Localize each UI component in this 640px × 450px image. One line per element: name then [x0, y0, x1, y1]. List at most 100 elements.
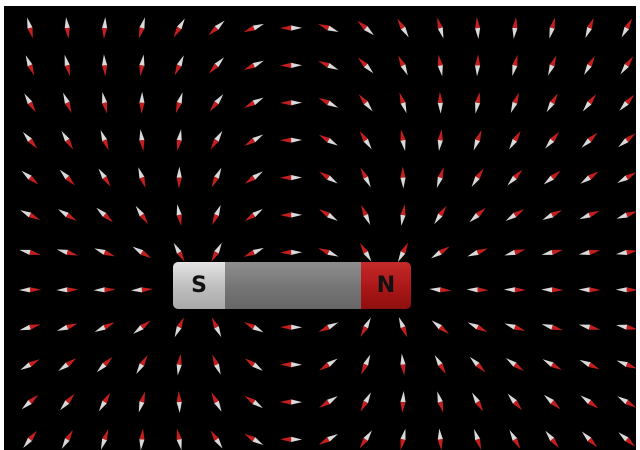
compass-needle-south	[617, 361, 628, 368]
compass-needle-south	[138, 167, 144, 178]
compass-needle	[58, 358, 76, 371]
compass-needle	[20, 210, 40, 220]
compass-needle-south	[253, 248, 264, 255]
compass-needle-north	[438, 401, 444, 412]
compass-needle-south	[585, 27, 592, 38]
compass-needle	[542, 210, 562, 220]
compass-needle-north	[399, 92, 405, 103]
compass-needle-north	[139, 27, 145, 38]
compass-needle-south	[291, 25, 302, 30]
compass-needle	[617, 361, 636, 369]
compass-needle-south	[291, 325, 302, 330]
compass-needle	[280, 100, 302, 105]
compass-needle-south	[253, 24, 264, 31]
compass-needle	[177, 354, 182, 376]
compass-needle	[319, 434, 338, 445]
compass-needle-north	[552, 287, 563, 292]
compass-needle-north	[29, 250, 40, 255]
compass-needle	[23, 431, 37, 448]
compass-needle	[547, 93, 558, 112]
compass-needle	[437, 167, 444, 188]
compass-needle	[582, 133, 598, 148]
compass-needle	[57, 249, 78, 255]
compass-needle	[472, 393, 483, 412]
compass-needle-north	[626, 325, 636, 330]
compass-needle	[360, 243, 371, 262]
compass-needle	[472, 168, 484, 186]
compass-needle	[545, 132, 559, 149]
compass-needle-north	[514, 249, 525, 255]
compass-needle	[280, 212, 302, 217]
south-pole: S	[173, 262, 225, 309]
compass-needle	[280, 250, 302, 255]
compass-needle	[136, 206, 148, 224]
compass-needle-south	[616, 325, 627, 330]
compass-needle	[617, 396, 636, 407]
compass-needle-south	[177, 204, 182, 215]
compass-needle-north	[280, 250, 291, 255]
compass-needle	[579, 211, 599, 220]
compass-needle-north	[177, 140, 182, 151]
compass-needle	[504, 249, 525, 255]
compass-needle	[19, 287, 41, 292]
compass-needle	[508, 394, 522, 411]
compass-needle	[212, 354, 220, 374]
compass-needle-north	[244, 250, 255, 257]
compass-needle	[22, 395, 39, 409]
compass-needle-south	[214, 205, 221, 216]
compass-needle-south	[475, 102, 480, 113]
compass-needle-south	[139, 401, 145, 412]
compass-needle-north	[280, 325, 291, 330]
compass-needle	[139, 17, 145, 38]
compass-needle	[400, 129, 405, 151]
compass-needle	[318, 248, 338, 257]
compass-needle	[177, 167, 182, 189]
compass-needle	[616, 325, 636, 330]
compass-needle-north	[142, 287, 153, 292]
compass-needle	[431, 246, 450, 258]
compass-needle-north	[139, 177, 145, 188]
compass-needle	[97, 357, 113, 372]
compass-needle-north	[102, 65, 107, 76]
compass-needle	[208, 21, 224, 36]
compass-needle-north	[177, 391, 182, 402]
compass-needle-south	[400, 215, 405, 226]
compass-needle-north	[588, 211, 599, 218]
compass-needle	[509, 430, 520, 449]
compass-needle-north	[512, 55, 517, 66]
compass-needle	[177, 391, 182, 413]
bar-magnet[interactable]: S N	[173, 262, 411, 309]
compass-needle-north	[400, 439, 405, 450]
compass-needle-south	[177, 129, 182, 140]
compass-needle-south	[467, 287, 478, 292]
compass-needle	[429, 287, 451, 292]
compass-needle-south	[541, 287, 552, 292]
compass-needle	[585, 18, 593, 38]
compass-needle-north	[475, 54, 480, 65]
compass-needle	[622, 18, 632, 37]
compass-needle	[549, 17, 555, 38]
compass-needle-north	[438, 129, 443, 140]
compass-needle-south	[400, 140, 405, 151]
compass-needle	[136, 355, 147, 374]
compass-needle	[579, 325, 600, 330]
compass-needle	[63, 93, 71, 113]
compass-needle	[245, 171, 263, 183]
compass-needle-south	[94, 287, 105, 292]
compass-needle-north	[104, 250, 115, 256]
compass-needle-south	[139, 55, 144, 66]
compass-needle	[211, 131, 223, 150]
compass-needle	[27, 17, 33, 38]
compass-needle	[400, 391, 405, 413]
compass-needle	[244, 98, 263, 108]
compass-needle	[280, 175, 302, 180]
compass-needle	[468, 322, 488, 332]
compass-needle-south	[139, 439, 144, 450]
compass-needle-south	[177, 439, 182, 450]
compass-needle	[102, 92, 107, 114]
compass-needle-north	[587, 18, 594, 29]
compass-needle	[211, 243, 222, 262]
compass-needle	[399, 317, 407, 337]
compass-needle-north	[67, 287, 78, 292]
compass-needle-north	[65, 102, 72, 113]
